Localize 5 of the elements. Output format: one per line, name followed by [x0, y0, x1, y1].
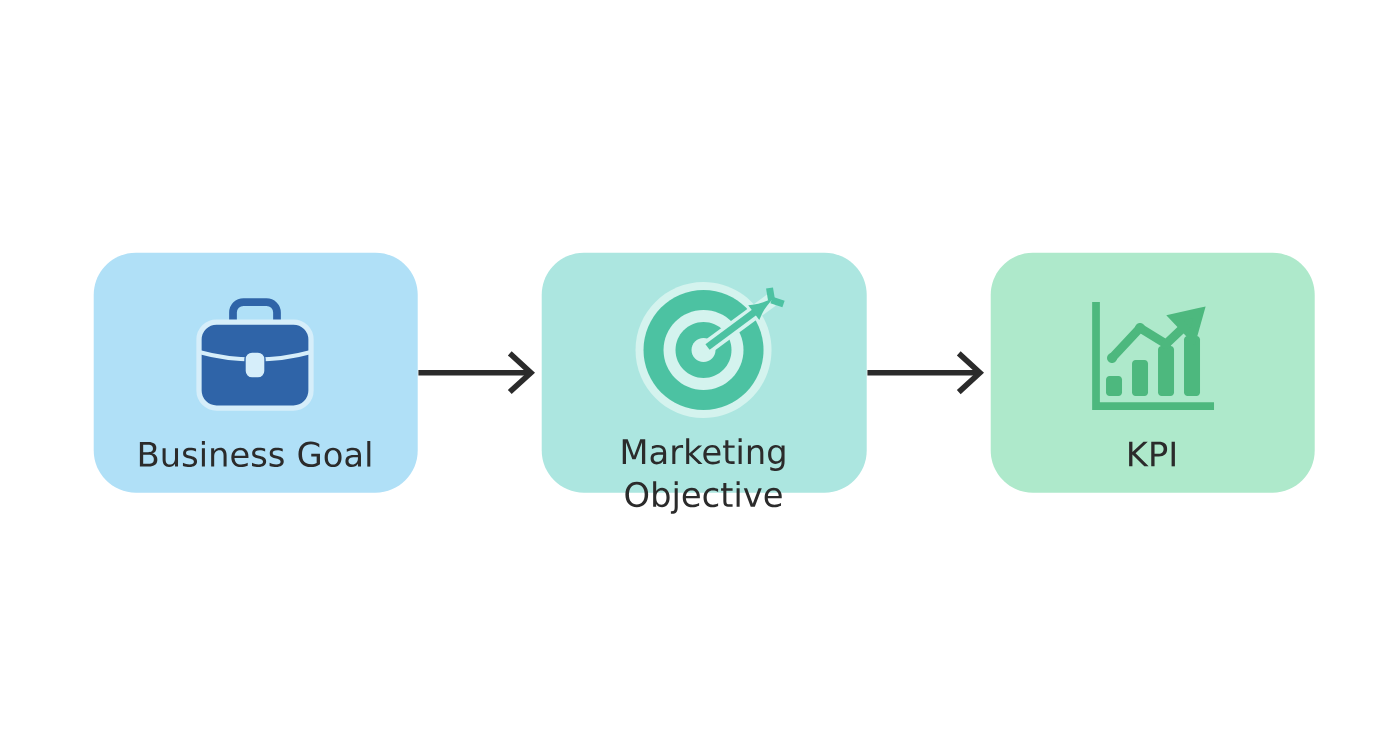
process-box: KPI [990, 252, 1315, 493]
process-box: Business Goal [93, 252, 418, 493]
process-box: Marketing Objective [541, 252, 867, 514]
arrow [418, 351, 535, 395]
arrow [867, 351, 985, 395]
